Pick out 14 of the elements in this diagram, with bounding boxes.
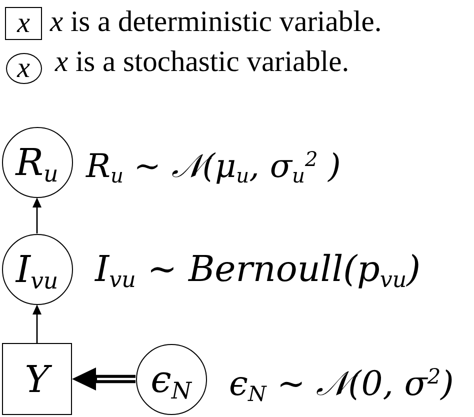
variable-circle: ϵ$_{N}$: [136, 344, 206, 414]
circle-symbol: x: [6, 52, 42, 84]
variable-box: Y: [2, 343, 72, 415]
arrow: [32, 198, 42, 234]
double-arrow: [72, 368, 137, 390]
legend-text: x is a stochastic variable.: [55, 48, 350, 78]
variable-circle: I$_{vu}$: [2, 234, 72, 304]
distribution-formula: I$_{vu}$ ∼ Bernoull(p$_{vu}$): [95, 252, 421, 288]
distribution-formula: R$_{u}$ ∼ 𝒩(μ$_{u}$, σ$_{u}$$^{2}$ ): [86, 150, 341, 183]
legend-text: x is a deterministic variable.: [50, 8, 382, 38]
variable-circle: R$_{u}$: [2, 126, 72, 198]
box-symbol: x: [5, 7, 42, 40]
distribution-formula: ϵ$_{N}$ ∼ 𝒩(0, σ$^{2}$): [229, 367, 454, 402]
arrow: [32, 304, 42, 343]
